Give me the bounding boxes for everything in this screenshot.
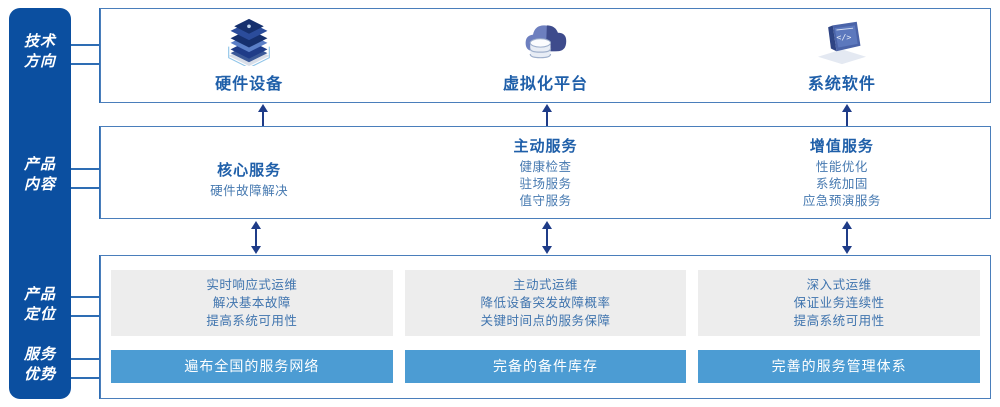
connector-line-content-bottom: [71, 187, 101, 189]
service-advantage-bar[interactable]: 遍布全国的服务网络: [111, 349, 393, 383]
product-content-column-proactive[interactable]: 主动服务 健康检查 驻场服务 值守服务: [397, 127, 693, 218]
rail-label-line2: 优势: [23, 366, 56, 383]
product-position-card[interactable]: 深入式运维 保证业务连续性 提高系统可用性: [698, 269, 981, 336]
product-content-column-valueadd[interactable]: 增值服务 性能优化 系统加固 应急预演服务: [694, 127, 990, 218]
product-position-card[interactable]: 主动式运维 降低设备突发故障概率 关键时间点的服务保障: [404, 269, 687, 336]
rail-label-line1: 产品: [23, 286, 56, 303]
product-position-row: 实时响应式运维 解决基本故障 提高系统可用性 主动式运维 降低设备突发故障概率 …: [101, 256, 990, 343]
connector-line-tech-bottom: [71, 63, 101, 65]
rail-label-service-advantage: 服务 优势: [9, 345, 71, 385]
technology-column-software[interactable]: </> 系统软件: [694, 9, 990, 102]
service-advantage-bar[interactable]: 完备的备件库存: [404, 349, 687, 383]
rail-label-line1: 技术: [23, 33, 56, 50]
rail-label-line1: 服务: [23, 346, 56, 363]
laptop-code-icon: </>: [817, 21, 866, 64]
product-content-item: 驻场服务: [519, 177, 572, 191]
connector-line-advantage-bottom: [71, 377, 101, 379]
connector-line-advantage-top: [71, 358, 101, 360]
service-advantage-bar[interactable]: 完善的服务管理体系: [698, 349, 981, 383]
rail-label-line2: 方向: [23, 53, 56, 70]
position-line: 提高系统可用性: [206, 313, 298, 328]
product-content-item: 系统加固: [815, 177, 868, 191]
position-line: 主动式运维: [513, 277, 579, 292]
product-content-row: 核心服务 硬件故障解决 主动服务 健康检查 驻场服务 值守服务 增值服务 性能优…: [101, 127, 990, 218]
left-category-rail: 技术 方向 产品 内容 产品 定位 服务 优势: [9, 8, 71, 399]
product-content-item: 健康检查: [519, 160, 572, 174]
rail-label-product-position: 产品 定位: [9, 285, 71, 325]
position-line: 提高系统可用性: [793, 313, 885, 328]
position-line: 深入式运维: [806, 277, 872, 292]
cloud-database-icon: [526, 24, 567, 58]
position-line: 关键时间点的服务保障: [480, 313, 611, 328]
position-line: 实时响应式运维: [206, 277, 298, 292]
rail-label-line2: 定位: [23, 306, 56, 323]
position-line: 降低设备突发故障概率: [480, 295, 611, 310]
rail-label-tech-direction: 技术 方向: [9, 32, 71, 72]
arrow-double-core: [251, 221, 261, 254]
technology-label: 硬件设备: [215, 75, 284, 93]
product-content-title: 核心服务: [217, 162, 282, 179]
connector-line-position-top: [71, 296, 101, 298]
arrow-up-virtualization: [542, 104, 552, 126]
product-content-column-core[interactable]: 核心服务 硬件故障解决: [101, 127, 397, 218]
product-content-item: 性能优化: [815, 160, 868, 174]
rail-label-product-content: 产品 内容: [9, 155, 71, 195]
bottom-inner: 实时响应式运维 解决基本故障 提高系统可用性 主动式运维 降低设备突发故障概率 …: [101, 256, 990, 398]
connector-line-content-top: [71, 168, 101, 170]
svg-text:</>: </>: [836, 32, 851, 42]
technology-section: 硬件设备 虚拟化平台: [100, 8, 991, 103]
technology-label: 系统软件: [807, 75, 876, 93]
product-content-item: 值守服务: [519, 194, 572, 208]
technology-row: 硬件设备 虚拟化平台: [101, 9, 990, 102]
connector-line-position-bottom: [71, 315, 101, 317]
product-position-card[interactable]: 实时响应式运维 解决基本故障 提高系统可用性: [111, 269, 393, 336]
position-line: 解决基本故障: [212, 295, 291, 310]
arrow-up-software: [842, 104, 852, 126]
product-content-section: 核心服务 硬件故障解决 主动服务 健康检查 驻场服务 值守服务 增值服务 性能优…: [100, 126, 991, 219]
product-content-item: 应急预演服务: [802, 194, 881, 208]
technology-column-virtualization[interactable]: 虚拟化平台: [397, 9, 693, 102]
technology-column-hardware[interactable]: 硬件设备: [101, 9, 397, 102]
product-content-item: 硬件故障解决: [210, 184, 289, 198]
service-advantage-row: 遍布全国的服务网络 完备的备件库存 完善的服务管理体系: [101, 343, 990, 398]
connector-line-tech-top: [71, 44, 101, 46]
product-content-title: 增值服务: [809, 138, 874, 155]
technology-label: 虚拟化平台: [502, 75, 588, 93]
rail-label-line2: 内容: [23, 176, 56, 193]
server-stack-icon: [228, 18, 271, 66]
bottom-section: 实时响应式运维 解决基本故障 提高系统可用性 主动式运维 降低设备突发故障概率 …: [100, 255, 991, 399]
rail-label-line1: 产品: [23, 156, 56, 173]
arrow-up-hardware: [258, 104, 268, 126]
product-content-title: 主动服务: [513, 138, 578, 155]
position-line: 保证业务连续性: [793, 295, 885, 310]
arrow-double-valueadd: [842, 221, 852, 254]
arrow-double-proactive: [542, 221, 552, 254]
